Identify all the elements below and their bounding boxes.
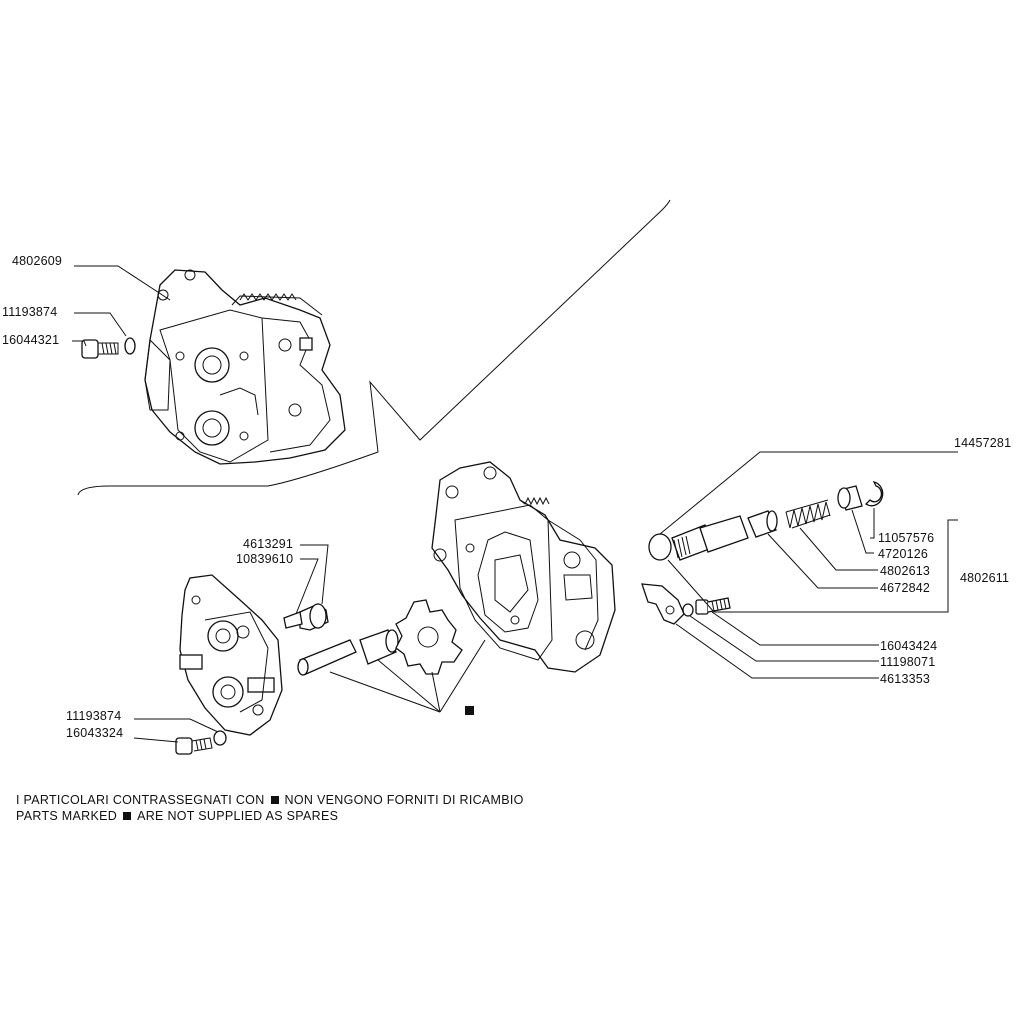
bolt-16043424 [695,597,731,615]
footnote-english: PARTS MARKED ARE NOT SUPPLIED AS SPARES [16,809,338,823]
footnote-italian: I PARTICOLARI CONTRASSEGNATI CON NON VENG… [16,793,524,807]
label-4613353: 4613353 [880,672,930,686]
label-4613291: 4613291 [243,537,293,551]
filled-square-icon [123,812,132,820]
label-11193874-bottom: 11193874 [66,709,121,723]
label-4720126: 4720126 [878,547,928,561]
label-11198071: 11198071 [880,655,935,669]
bracket-4613353 [641,583,685,625]
separator-break-line [77,199,671,496]
washer-11198071 [682,603,694,617]
bolt-16044321-top [81,339,119,359]
footnote-english-before: PARTS MARKED [16,809,118,823]
spring-4802613 [785,499,831,529]
label-4802613: 4802613 [880,564,930,578]
shaft-not-supplied [297,639,357,676]
label-4802609: 4802609 [12,254,62,268]
bolt-16043324-bottom [175,737,213,755]
seal-ring-14457281 [648,533,672,561]
cap-4720126 [837,485,863,511]
leader-lines [72,265,958,743]
footnote-italian-after: NON VENGONO FORNITI DI RICAMBIO [284,793,524,807]
piston-4672842 [747,510,778,538]
label-4802611: 4802611 [960,571,1009,585]
bushing-4613291 [299,603,329,631]
circlip-11057576 [864,481,884,507]
assembled-pump-top [144,269,346,465]
washer-11193874-top [124,337,136,355]
cover-plate [179,574,283,736]
footnote-italian-before: I PARTICOLARI CONTRASSEGNATI CON [16,793,265,807]
footnote-english-after: ARE NOT SUPPLIED AS SPARES [137,809,339,823]
bushing-not-supplied [359,629,399,665]
label-4672842: 4672842 [880,581,930,595]
not-supplied-marker [465,706,474,715]
pin-10839610 [283,611,303,629]
filled-square-icon [270,796,279,804]
label-10839610: 10839610 [236,552,293,566]
label-11193874-top: 11193874 [2,305,57,319]
gear-not-supplied [395,599,463,675]
pump-body-main [431,461,616,673]
label-16043424: 16043424 [880,639,937,653]
label-16044321: 16044321 [2,333,59,347]
valve-plug-4802613-body [671,515,749,561]
label-16043324: 16043324 [66,726,123,740]
label-14457281: 14457281 [954,436,1011,450]
washer-11193874-bottom [213,730,227,746]
label-11057576: 11057576 [878,531,934,545]
